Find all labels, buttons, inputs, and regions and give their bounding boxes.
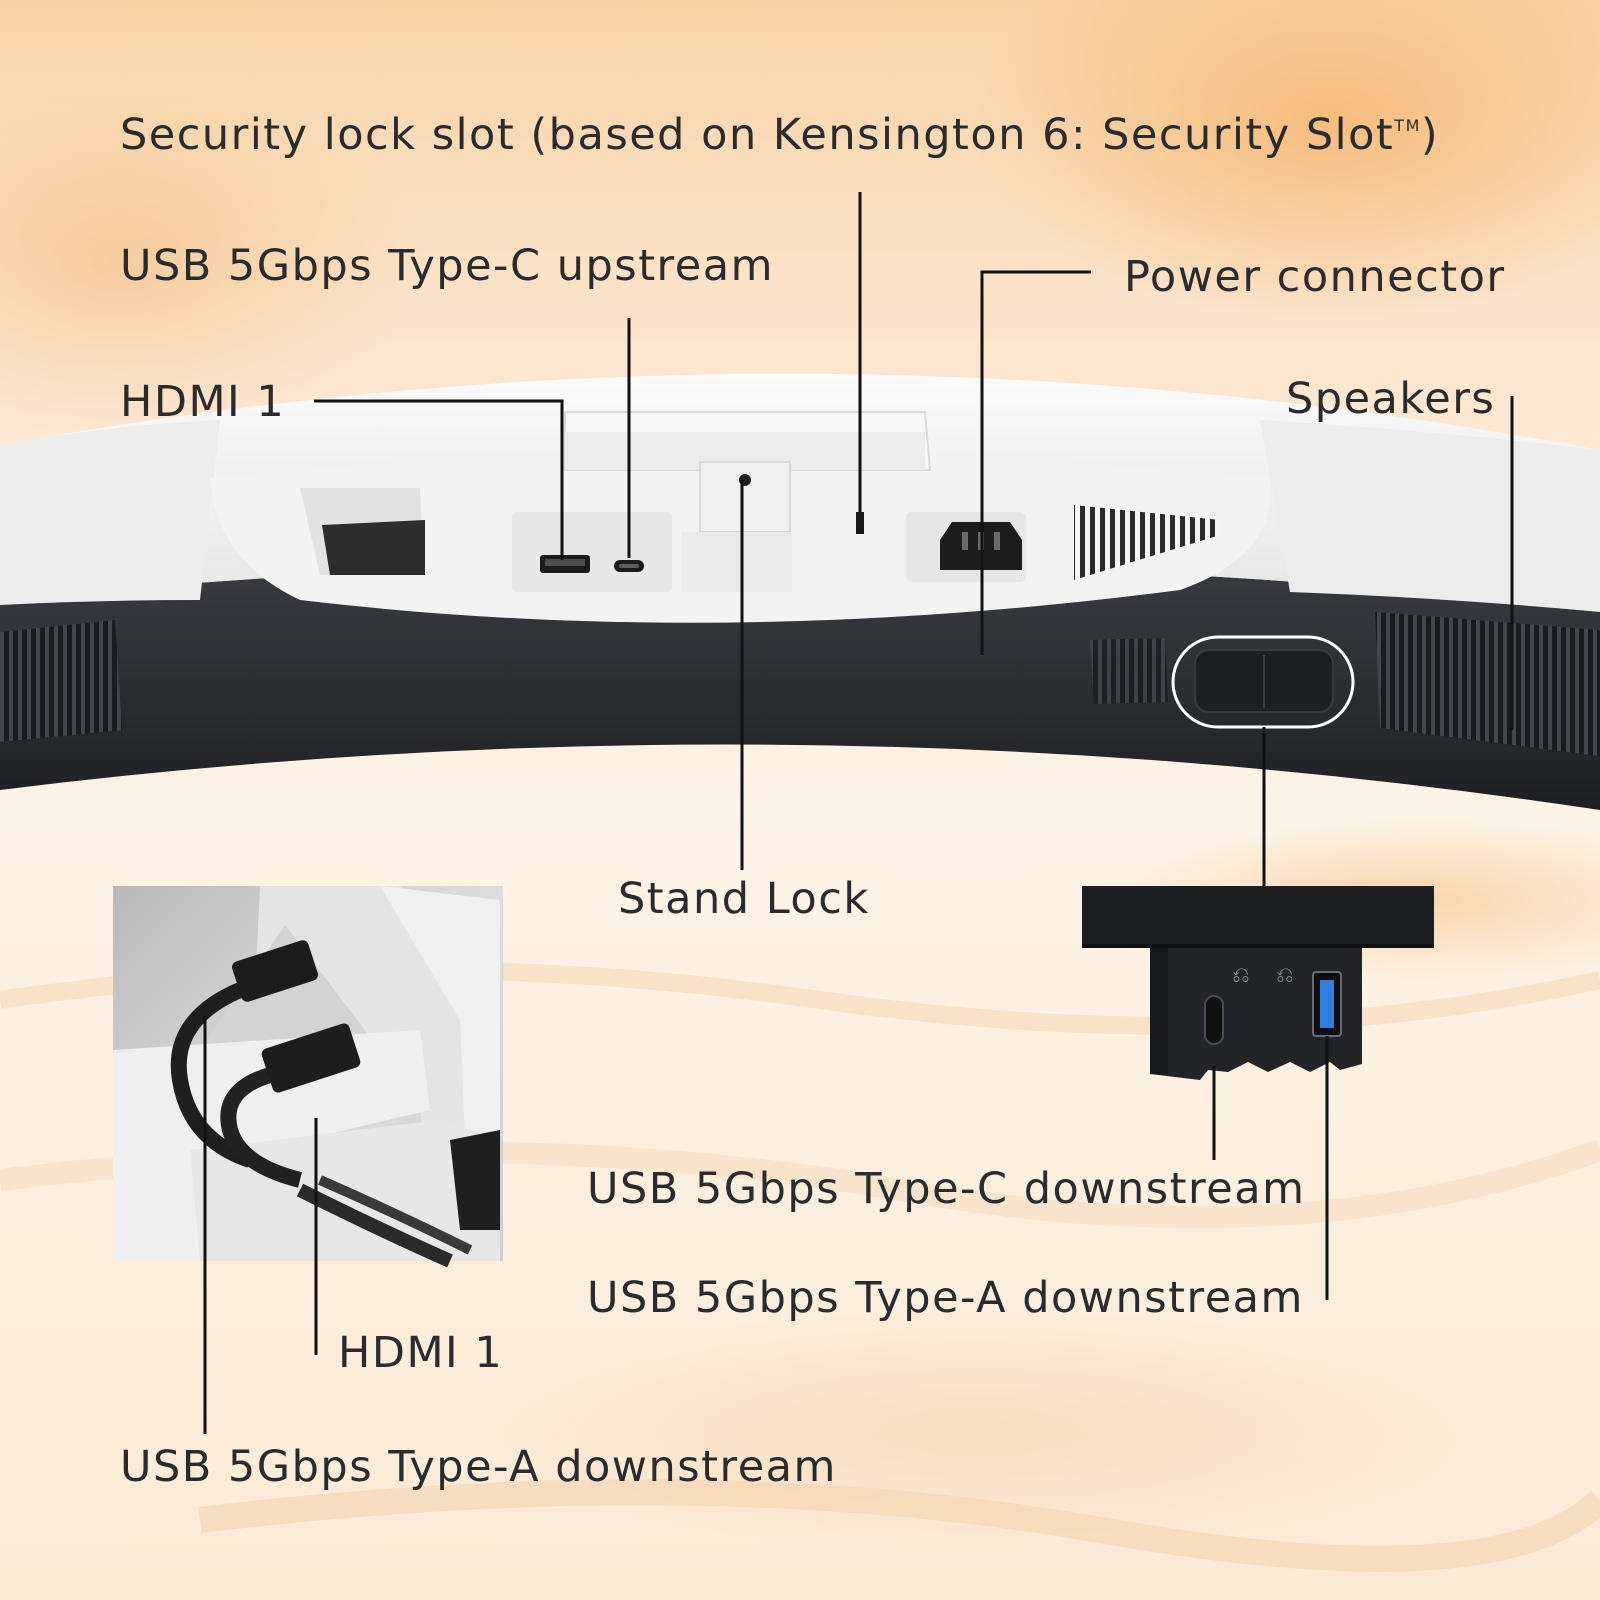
label-hdmi-inset: HDMI 1	[338, 1328, 504, 1378]
speaker-grille-left	[0, 620, 122, 742]
security-slot-glyph	[856, 512, 864, 534]
inset-usb-plug	[232, 940, 318, 1002]
label-usb-a-downstream-right: USB 5Gbps Type-A downstream	[587, 1273, 1304, 1323]
side-port-module: ⎌ ⎌	[1082, 886, 1434, 1080]
stand-lock-block	[699, 461, 791, 533]
port-panel	[512, 512, 672, 592]
usb-c-downstream-port-glyph	[1204, 995, 1224, 1045]
usb-symbol-icon: ⎌	[1276, 963, 1294, 988]
monitor-bottom-view	[0, 373, 1600, 810]
trademark-mark: TM	[1394, 116, 1421, 135]
label-power-connector: Power connector	[1124, 252, 1506, 302]
label-stand-lock: Stand Lock	[618, 874, 870, 924]
label-usb-c-upstream: USB 5Gbps Type-C upstream	[120, 241, 774, 291]
label-security-lock-slot: Security lock slot (based on Kensington …	[120, 110, 1440, 160]
monitor-dark-edge	[0, 562, 1600, 810]
label-usb-c-downstream: USB 5Gbps Type-C downstream	[587, 1164, 1306, 1214]
speaker-grille-right	[1375, 612, 1600, 756]
label-speakers: Speakers	[1286, 374, 1496, 424]
rear-vents	[1074, 505, 1220, 580]
leader-lines	[203, 192, 1514, 1434]
usb-symbol-icon: ⎌	[1232, 963, 1250, 988]
inset-hdmi-cable	[220, 1067, 303, 1188]
leader-power-connector	[980, 270, 1091, 655]
inset-usb-cable	[170, 982, 253, 1168]
label-hdmi-top: HDMI 1	[120, 377, 286, 427]
inset-cable-photo	[113, 886, 503, 1268]
label-usb-a-downstream-inset: USB 5Gbps Type-A downstream	[120, 1442, 837, 1492]
leader-hdmi-top	[314, 399, 564, 560]
inset-hdmi-plug	[261, 1023, 361, 1093]
